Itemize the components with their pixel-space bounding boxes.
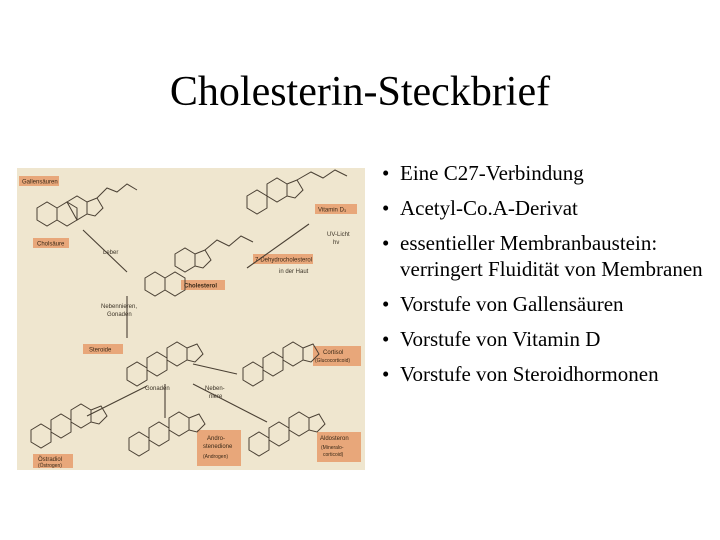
cortisol-molecule — [242, 341, 320, 387]
aldosteron-sub-label: (Mineralo- — [321, 445, 344, 451]
cortisol-sub-label: (Glucocorticoid) — [315, 358, 350, 364]
andro-sub-label: (Androgen) — [203, 454, 228, 460]
slide-title: Cholesterin-Steckbrief — [169, 69, 551, 115]
nebennieren-label: Nebennieren, — [101, 304, 137, 310]
oestradiol-box — [33, 454, 73, 468]
aldosteron-molecule — [248, 411, 326, 457]
vitamin-d3-molecule — [246, 169, 348, 215]
in-der-haut-label: in der Haut — [279, 269, 309, 275]
bullet-item: essentieller Membranbaustein: verringert… — [382, 230, 712, 282]
dehydro-box — [253, 254, 313, 264]
vitamin-d3-label: Vitamin D₃ — [318, 208, 347, 214]
nebenniere-label: Neben- — [205, 386, 225, 392]
cholesterol-pathway-figure: Gallensäuren Cholsäure Vitamin D₃ 7-Dehy… — [17, 168, 365, 470]
leber-label: Leber — [103, 250, 118, 256]
andro-label-2: stenedione — [203, 444, 233, 450]
gonaden-label-2: Gonaden — [145, 386, 170, 392]
cholsaeure-label: Cholsäure — [37, 242, 65, 248]
steroide-box — [83, 344, 123, 354]
bullet-list: Eine C27-Verbindung Acetyl-Co.A-Derivat … — [382, 160, 712, 396]
progesteron-molecule — [126, 341, 204, 387]
aldosteron-label: Aldosteron — [320, 436, 349, 442]
cholesterol-label: Cholesterol — [184, 284, 217, 290]
pathway-arrows — [82, 223, 310, 423]
bullet-item: Vorstufe von Steroidhormonen — [382, 361, 712, 387]
uv-licht-label: UV-Licht — [327, 232, 350, 238]
aldosteron-sub-label-2: corticoid) — [323, 452, 344, 458]
oestradiol-label: Östradiol — [38, 456, 62, 463]
hv-label: hν — [333, 240, 339, 246]
cholesterol-box — [181, 280, 225, 290]
bullet-item: Vorstufe von Vitamin D — [382, 326, 712, 352]
gallensaeuren-label: Gallensäuren — [22, 180, 58, 186]
oestradiol-sub-label: (Östrogen) — [38, 462, 62, 469]
gonaden-label-1: Gonaden — [107, 312, 132, 318]
vitamin-d3-box — [315, 204, 357, 214]
cholsaeure-molecule — [36, 183, 138, 227]
bullet-item: Vorstufe von Gallensäuren — [382, 291, 712, 317]
cholesterol-molecule — [144, 235, 254, 297]
steroide-label: Steroide — [89, 348, 112, 354]
cortisol-label: Cortisol — [323, 350, 343, 356]
cortisol-box — [313, 346, 361, 366]
cholsaeure-box — [33, 238, 69, 248]
androstenedione-molecule — [128, 411, 206, 457]
andro-label: Andro- — [207, 436, 225, 442]
bullet-item: Acetyl-Co.A-Derivat — [382, 195, 712, 221]
dehydro-label: 7-Dehydrocholesterol — [255, 258, 312, 264]
nebenniere-label-2: niere — [209, 394, 223, 400]
aldosteron-box — [317, 432, 361, 462]
andro-box — [197, 430, 241, 466]
bullet-item: Eine C27-Verbindung — [382, 160, 712, 186]
oestradiol-molecule — [30, 403, 108, 449]
gallensaeuren-box — [19, 176, 59, 186]
